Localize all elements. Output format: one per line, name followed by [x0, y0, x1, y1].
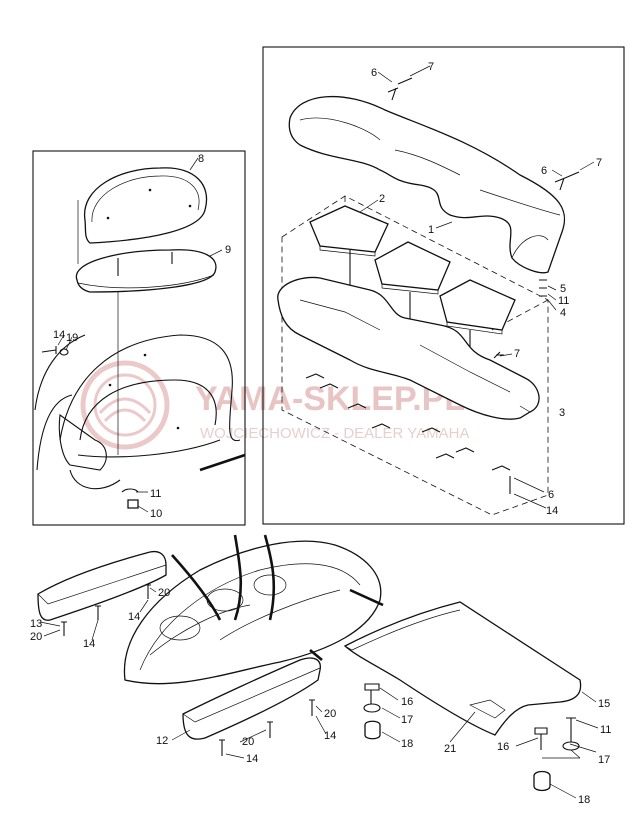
part-12-side-cushion: [182, 657, 321, 740]
callout-17: 17: [401, 714, 413, 726]
callout-14: 14: [246, 753, 258, 765]
watermark-brand: YAMA-SKLEP.PL: [195, 380, 465, 418]
callout-10: 10: [150, 508, 162, 520]
cushion-center: [374, 241, 451, 291]
callout-15: 15: [598, 698, 610, 710]
callout-16: 16: [497, 741, 509, 753]
callout-7: 7: [514, 348, 520, 360]
part-15-rear-cover: [343, 601, 582, 736]
callout-19: 19: [66, 332, 78, 344]
callout-20: 20: [242, 736, 254, 748]
callout-6: 6: [548, 489, 554, 501]
callout-17: 17: [598, 754, 610, 766]
callout-14: 14: [53, 329, 65, 341]
callout-11: 11: [558, 295, 569, 307]
watermark-logo: [80, 360, 170, 450]
callout-2: 2: [379, 193, 385, 205]
callout-5: 5: [560, 283, 566, 295]
callout-12: 12: [156, 735, 168, 747]
callout-13: 13: [30, 618, 42, 630]
callout-18: 18: [578, 794, 590, 806]
callout-20: 20: [30, 631, 42, 643]
mounting-clips: [305, 373, 511, 471]
callout-18: 18: [401, 738, 413, 750]
part-9-seat-cushion: [75, 249, 217, 293]
callout-3: 3: [559, 407, 565, 419]
callout-14: 14: [83, 638, 95, 650]
callout-11: 11: [150, 488, 161, 500]
hull-cutout: [34, 334, 241, 442]
lower-section: [37, 534, 582, 792]
bolt-set: [61, 584, 315, 756]
callout-4: 4: [560, 307, 566, 319]
callout-11: 11: [600, 724, 611, 736]
callout-6: 6: [371, 67, 377, 79]
right-panel: [262, 46, 625, 525]
watermark: YAMA-SKLEP.PL WOJCIECHOWICZ - DEALER YAM…: [80, 360, 469, 450]
callout-6: 6: [541, 165, 547, 177]
part-2-cushion: [309, 205, 389, 253]
callout-labels: 6 7 6 7 1 2 5 11 4 7 3 6 14 8 9 14 19 11…: [30, 61, 611, 806]
boat-hull: [123, 540, 382, 685]
callout-8: 8: [198, 153, 204, 165]
callout-20: 20: [324, 708, 336, 720]
callout-1: 1: [428, 224, 434, 236]
callout-leaders: [39, 65, 599, 799]
callout-14: 14: [324, 730, 336, 742]
fastener-stack-right: [533, 717, 581, 792]
callout-21: 21: [444, 743, 456, 755]
right-panel-frame: [262, 46, 625, 525]
part-3-base-frame: [277, 276, 540, 420]
callout-7: 7: [428, 61, 434, 73]
callout-7: 7: [596, 157, 602, 169]
left-panel-frame: [32, 150, 246, 526]
watermark-subtitle: WOJCIECHOWICZ - DEALER YAMAHA: [200, 425, 469, 442]
part-8-backrest: [84, 167, 208, 244]
callout-14: 14: [546, 505, 558, 517]
part-1-backrest-frame: [288, 95, 566, 274]
left-panel: [32, 150, 246, 526]
callout-20: 20: [158, 587, 170, 599]
callout-14: 14: [128, 611, 140, 623]
fastener-stack-left: [363, 683, 381, 740]
cushion-right: [439, 279, 516, 331]
callout-16: 16: [401, 696, 413, 708]
callout-9: 9: [225, 244, 231, 256]
